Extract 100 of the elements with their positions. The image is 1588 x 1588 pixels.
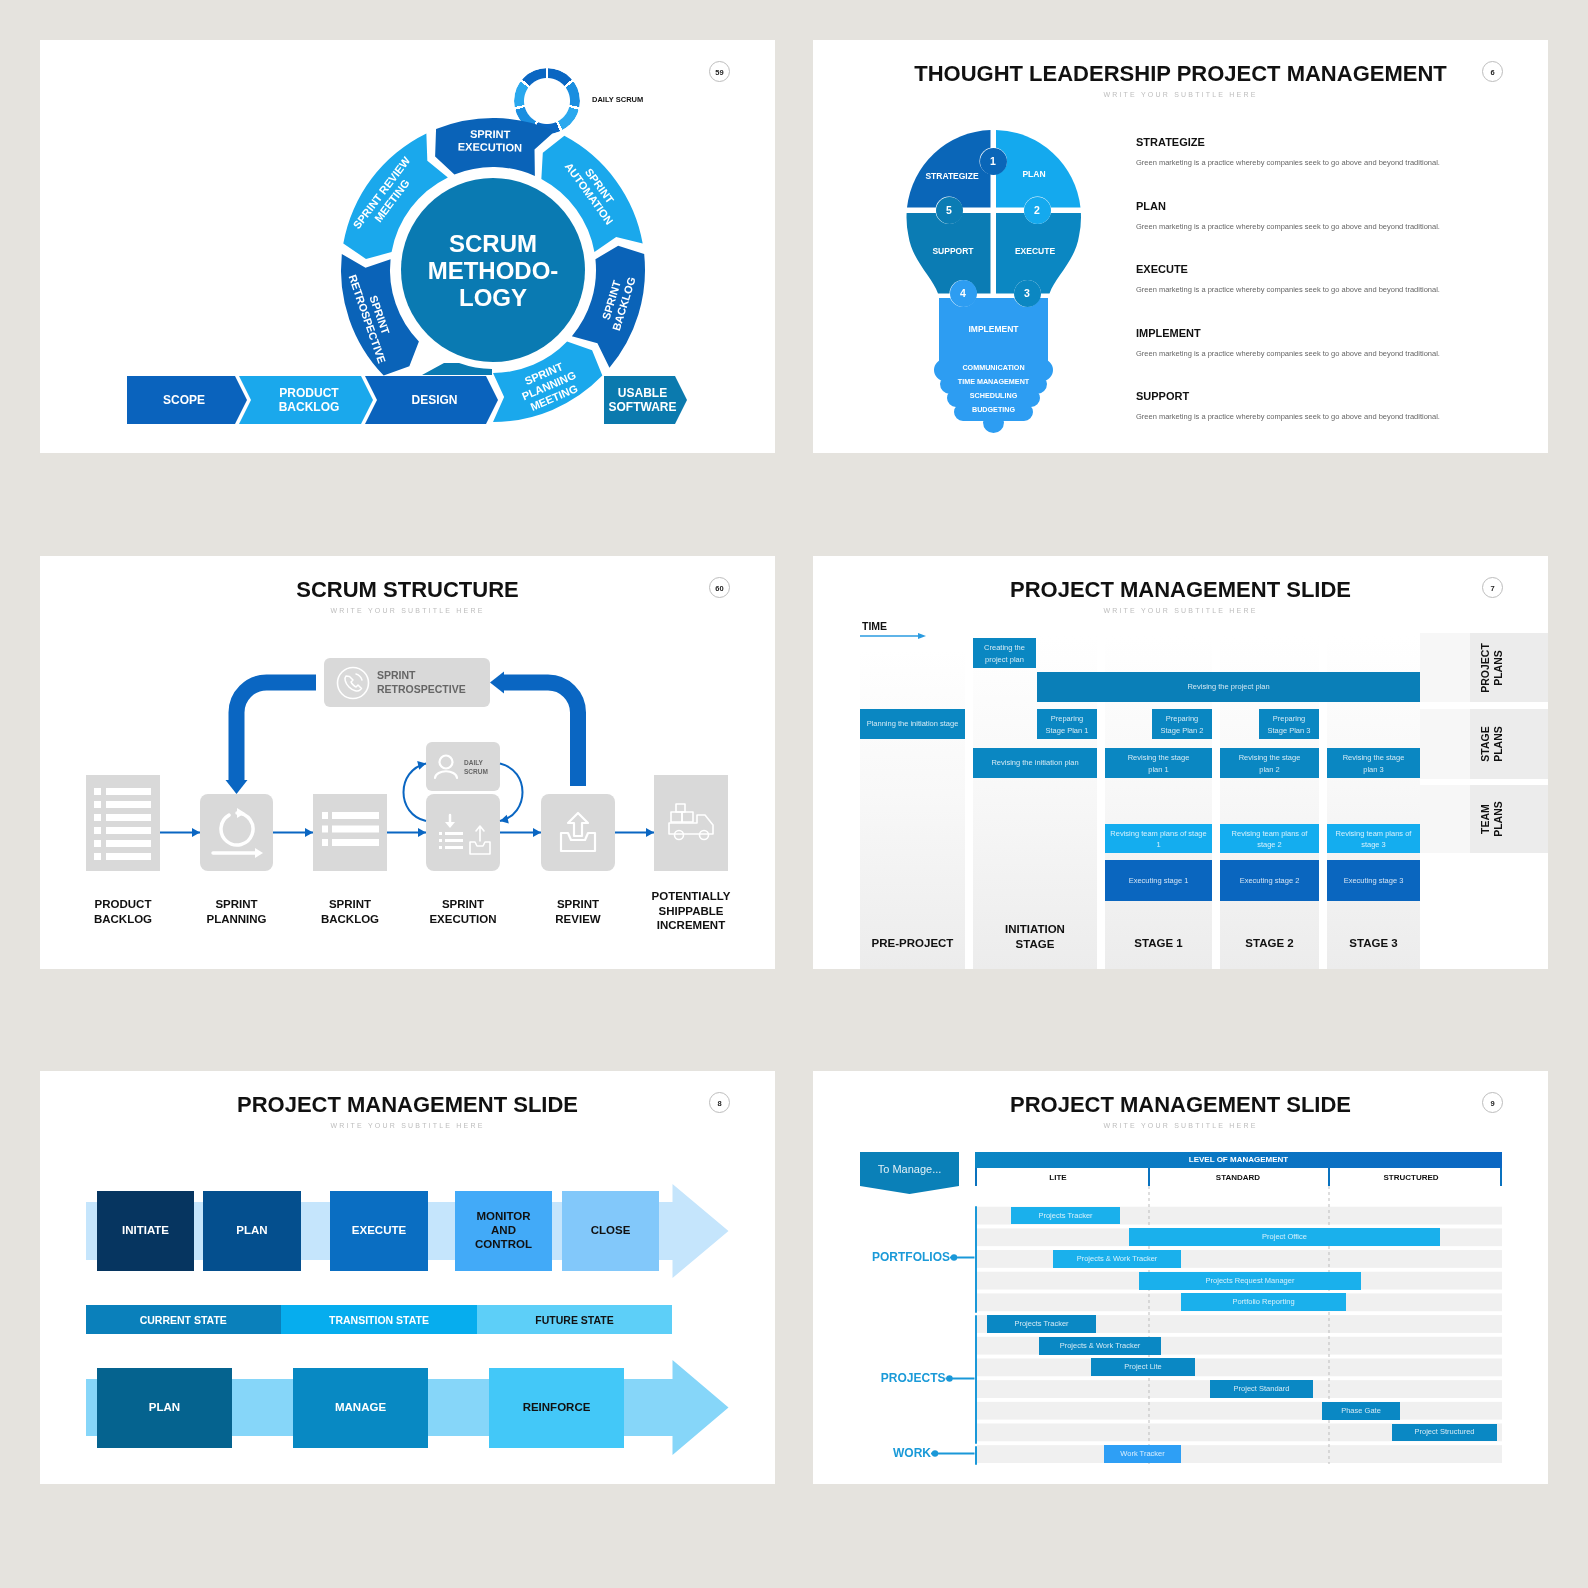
slide-title: SCRUM STRUCTURE — [296, 576, 519, 604]
bulb-segment — [995, 130, 1082, 208]
tile-label: SPRINT EXECUTION — [428, 897, 498, 927]
segment-label: SUPPORT — [932, 245, 974, 257]
page-number-circle — [1482, 577, 1503, 598]
arrow — [386, 828, 427, 837]
group-label: PORTFOLIOS — [872, 1250, 950, 1265]
step-number: 4 — [960, 286, 966, 300]
tile-label: POTENTIALLY SHIPPABLE INCREMENT — [650, 889, 732, 933]
segment-label: STRATEGIZE — [925, 170, 979, 182]
slide-title: PROJECT MANAGEMENT SLIDE — [1010, 576, 1351, 604]
chevron-step — [604, 376, 687, 424]
step-number: 1 — [990, 154, 996, 168]
tile-label: SPRINT BACKLOG — [319, 897, 381, 927]
task-label: INITIATE — [121, 1224, 170, 1238]
step-box — [489, 1368, 624, 1448]
column-header: INITIATION STAGE — [1004, 921, 1066, 951]
slide-title: THOUGHT LEADERSHIP PROJECT MANAGEMENT — [914, 60, 1447, 88]
arrow — [159, 828, 201, 837]
item-heading: IMPLEMENT — [1136, 326, 1201, 341]
group-label: PROJECTS — [880, 1371, 946, 1386]
step-box — [97, 1368, 232, 1448]
banner-label: To Manage... — [877, 1163, 942, 1177]
chevron-step — [239, 376, 373, 424]
banner-shape — [860, 1152, 959, 1194]
header-label: LEVEL OF MANAGEMENT — [1188, 1155, 1289, 1165]
task-box — [1327, 860, 1420, 901]
timeline-bar — [1181, 1293, 1346, 1312]
arc-segment — [571, 245, 645, 368]
row-header: TEAM PLANS — [1478, 800, 1504, 839]
tile-label: PRODUCT BACKLOG — [92, 897, 154, 927]
step-number: 2 — [1034, 203, 1040, 217]
bracket-line — [974, 1206, 977, 1313]
slide-title: PROJECT MANAGEMENT SLIDE — [237, 1091, 578, 1119]
page-number-circle — [709, 61, 730, 82]
arrow — [614, 828, 655, 837]
page-number-circle — [1482, 61, 1503, 82]
step-label: PRODUCT BACKLOG — [277, 386, 341, 414]
arc-segment — [541, 135, 643, 253]
task-label: MONITOR AND CONTROL — [474, 1210, 533, 1252]
stage-column — [973, 636, 1097, 969]
row-band — [1420, 633, 1548, 702]
task-box — [1259, 709, 1319, 739]
slide-title: PROJECT MANAGEMENT SLIDE — [1010, 1091, 1351, 1119]
column-header: LITE — [1049, 1172, 1067, 1183]
bulb-segment — [906, 130, 991, 208]
header-table — [975, 1152, 1502, 1186]
task-box — [1152, 709, 1212, 739]
task-label: CURRENT STATE — [139, 1313, 227, 1326]
task-box — [860, 709, 965, 739]
arrow — [272, 828, 314, 837]
step-number: 3 — [1024, 286, 1030, 300]
task-label: MANAGE — [334, 1401, 387, 1415]
leader-line — [930, 1450, 976, 1457]
segment-label: IMPLEMENT — [968, 323, 1019, 335]
arc-segment — [493, 341, 603, 422]
segment-label: PLAN — [1022, 168, 1046, 180]
task-label: FUTURE STATE — [535, 1313, 614, 1326]
column-header: STAGE 3 — [1349, 936, 1398, 951]
step-number: 5 — [946, 203, 952, 217]
chevron-step — [127, 376, 247, 424]
timeline-bar — [1392, 1423, 1497, 1442]
step-box — [293, 1368, 428, 1448]
step-label: USABLE SOFTWARE — [607, 386, 678, 414]
axis-label: TIME — [862, 619, 888, 633]
bracket-line — [974, 1314, 977, 1444]
step-box — [455, 1191, 552, 1271]
arc-segment — [435, 118, 555, 176]
column-header: STAGE 2 — [1245, 936, 1294, 951]
timeline-bar — [1104, 1445, 1181, 1463]
item-heading: SUPPORT — [1136, 390, 1190, 404]
slide-panel — [40, 556, 775, 969]
hub-title: SCRUM METHODO- LOGY — [426, 229, 560, 311]
item-heading: STRATEGIZE — [1136, 136, 1205, 150]
arrow — [490, 671, 586, 786]
row-header: PROJECT PLANS — [1478, 641, 1504, 695]
slide-panel — [813, 1071, 1548, 1484]
arrow — [499, 762, 524, 823]
item-heading: PLAN — [1136, 199, 1166, 214]
step-box — [203, 1191, 301, 1271]
task-box — [1220, 748, 1319, 778]
task-label: CLOSE — [590, 1224, 631, 1238]
state-band — [85, 1305, 281, 1334]
timeline-bar — [1053, 1250, 1181, 1268]
task-label: TRANSITION STATE — [329, 1313, 429, 1326]
timeline-bar — [1091, 1358, 1195, 1377]
process-tile — [324, 658, 490, 707]
task-box — [1105, 860, 1212, 901]
state-band — [477, 1305, 672, 1334]
task-box — [1105, 748, 1212, 778]
task-box — [1037, 672, 1420, 702]
timeline-bar — [1210, 1380, 1313, 1398]
task-label: PLAN — [236, 1224, 268, 1238]
step-label: DESIGN — [411, 393, 458, 407]
row-band — [1420, 785, 1548, 853]
column-header: STANDARD — [1215, 1172, 1261, 1183]
task-label: EXECUTE — [351, 1224, 407, 1238]
group-label: WORK — [893, 1446, 931, 1461]
step-box — [562, 1191, 659, 1271]
hub-stem — [422, 363, 492, 375]
